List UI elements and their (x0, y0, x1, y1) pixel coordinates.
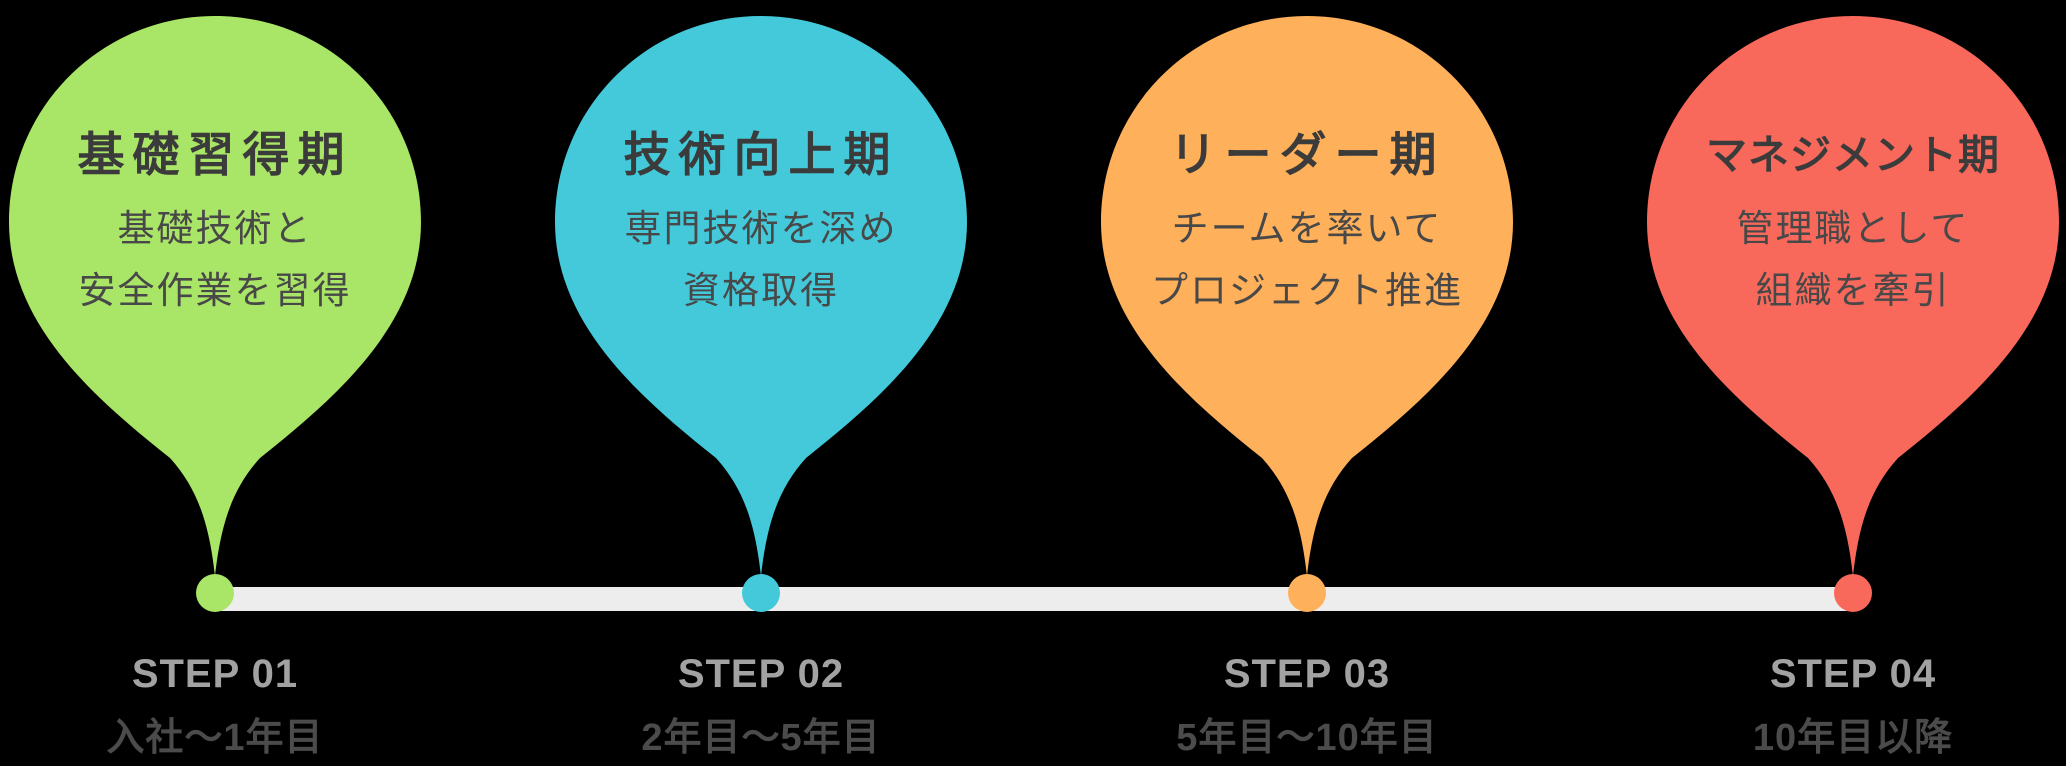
step-period-label: 入社〜1年目 (106, 717, 324, 759)
stage-description: 専門技術を深め 資格取得 (546, 198, 976, 322)
stage-description-line: 資格取得 (683, 270, 839, 311)
timeline-line (215, 587, 1853, 611)
stage-description-line: プロジェクト推進 (1151, 270, 1463, 311)
balloon-shape-icon (1101, 16, 1513, 576)
stage-description-line: チームを率いて (1171, 208, 1443, 249)
timeline-dot-fill (742, 574, 780, 612)
stage-description-line: 専門技術を深め (624, 208, 898, 249)
timeline-step-1: 基礎習得期 基礎技術と 安全作業を習得 STEP 01 入社〜1年目 (0, 0, 430, 766)
stage-title: 技術向上期 (623, 128, 899, 181)
timeline-step-4: マネジメント期 管理職として 組織を牽引 STEP 04 10年目以降 (1638, 0, 2066, 766)
timeline-dot-fill (1288, 574, 1326, 612)
stage-description-line: 管理職として (1736, 208, 1970, 249)
stage-title: マネジメント期 (1706, 132, 2000, 178)
step-period-label: 5年目〜10年目 (1176, 717, 1438, 759)
timeline-dot-icon (742, 574, 780, 612)
timeline-dot-icon (196, 574, 234, 612)
balloon-fill (555, 16, 967, 576)
step-number-label: STEP 02 (677, 652, 845, 696)
timeline-dot-icon (1288, 574, 1326, 612)
stage-title: リーダー期 (1169, 128, 1445, 181)
timeline-dot-icon (1834, 574, 1872, 612)
timeline-dot-fill (196, 574, 234, 612)
balloon-shape-icon (9, 16, 421, 576)
balloon-fill (1101, 16, 1513, 576)
timeline-step-2: 技術向上期 専門技術を深め 資格取得 STEP 02 2年目〜5年目 (546, 0, 976, 766)
balloon-shape-icon (1647, 16, 2059, 576)
timeline-step-3: リーダー期 チームを率いて プロジェクト推進 STEP 03 5年目〜10年目 (1092, 0, 1522, 766)
step-period-label: 2年目〜5年目 (641, 717, 881, 759)
balloon-fill (1647, 16, 2059, 576)
stage-description: チームを率いて プロジェクト推進 (1092, 198, 1522, 322)
balloon-fill (9, 16, 421, 576)
step-number-label: STEP 04 (1769, 652, 1937, 696)
stage-description-line: 基礎技術と (117, 208, 313, 249)
step-period-label: 10年目以降 (1752, 717, 1954, 759)
stage-description: 基礎技術と 安全作業を習得 (0, 198, 430, 322)
stage-description-line: 組織を牽引 (1755, 270, 1951, 311)
stage-description-line: 安全作業を習得 (78, 270, 352, 311)
step-number-label: STEP 03 (1223, 652, 1391, 696)
balloon-shape-icon (555, 16, 967, 576)
stage-title: 基礎習得期 (77, 128, 353, 181)
timeline-dot-fill (1834, 574, 1872, 612)
stage-description: 管理職として 組織を牽引 (1638, 198, 2066, 322)
step-number-label: STEP 01 (131, 652, 299, 696)
